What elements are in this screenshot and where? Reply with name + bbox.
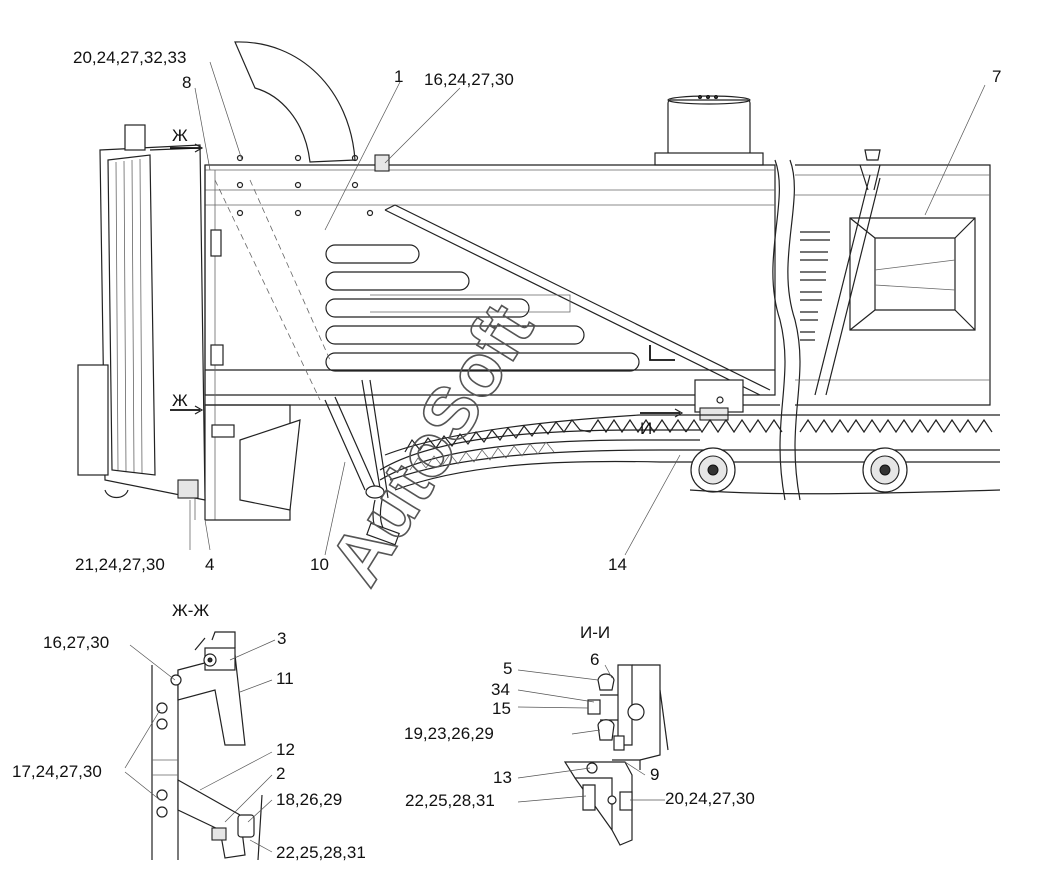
section-cut-i <box>649 345 675 361</box>
diagonal-brace-right <box>814 174 881 396</box>
callout-22-25-28-31-left: 22,25,28,31 <box>276 843 366 862</box>
callout-12: 12 <box>276 740 295 759</box>
callout-2: 2 <box>276 764 285 783</box>
strut <box>324 396 376 491</box>
leader-lines-main <box>189 61 986 556</box>
section-mark-zh-top: Ж <box>172 126 188 145</box>
callout-19-23-26-29: 19,23,26,29 <box>404 724 494 743</box>
section-i-i-view: И-И 5 6 <box>404 623 755 846</box>
upper-bracket <box>210 229 222 257</box>
diagonal-brace <box>384 204 771 396</box>
callout-10: 10 <box>310 555 329 574</box>
callout-7: 7 <box>992 67 1001 86</box>
mid-bracket <box>210 344 224 366</box>
callout-20-24-27-32-33: 20,24,27,32,33 <box>73 48 186 67</box>
callout-21-24-27-30: 21,24,27,30 <box>75 555 165 574</box>
main-view: 20,24,27,32,33 8 1 16,24,27,30 7 21,24,2… <box>73 41 1001 574</box>
break-line-1 <box>772 159 786 501</box>
autosoft-watermark: AutoSoft <box>313 290 549 599</box>
callout-22-25-28-31-right: 22,25,28,31 <box>405 791 495 810</box>
lower-bracket <box>239 419 301 511</box>
track-wheel-1 <box>690 447 736 493</box>
callout-4: 4 <box>205 555 214 574</box>
section-title-i-i: И-И <box>580 623 610 642</box>
angle-bracket <box>563 761 633 846</box>
callout-8: 8 <box>182 73 191 92</box>
callout-3: 3 <box>277 629 286 648</box>
callout-13: 13 <box>493 768 512 787</box>
filler-cap <box>654 95 764 166</box>
callout-15: 15 <box>492 699 511 718</box>
mounting-plate <box>617 664 633 746</box>
callout-17-24-27-30: 17,24,27,30 <box>12 762 102 781</box>
section-title-zh-zh: Ж-Ж <box>172 601 209 620</box>
radiator <box>77 124 206 501</box>
callout-18-26-29: 18,26,29 <box>276 790 342 809</box>
break-line-2 <box>787 159 801 501</box>
filter-box <box>849 217 976 331</box>
callout-20-24-27-30: 20,24,27,30 <box>665 789 755 808</box>
callout-16-27-30: 16,27,30 <box>43 633 109 652</box>
fuel-hose <box>379 429 700 471</box>
cooling-fins-right <box>800 231 830 341</box>
section-bracket <box>694 379 744 413</box>
section-zh-zh-view: Ж-Ж 16,27,3 <box>12 601 366 862</box>
callouts-main: 20,24,27,32,33 8 1 16,24,27,30 7 21,24,2… <box>73 48 1001 574</box>
track-wheel-2 <box>862 447 908 493</box>
callouts-i: 5 6 34 15 19,23,26,29 13 9 22,25,28,31 2… <box>404 650 755 810</box>
section-mark-zh-bottom: Ж <box>172 391 188 410</box>
callout-16-24-27-30-top: 16,24,27,30 <box>424 70 514 89</box>
callout-14: 14 <box>608 555 627 574</box>
track-belt <box>384 414 1000 491</box>
callout-1: 1 <box>394 67 403 86</box>
callout-5: 5 <box>503 659 512 678</box>
cap-handle-right <box>864 149 881 161</box>
top-rail-bolts <box>236 154 374 217</box>
lower-section-bracket <box>177 778 246 859</box>
section-mark-i: И <box>640 419 652 438</box>
callout-9: 9 <box>650 765 659 784</box>
callout-11: 11 <box>276 669 294 688</box>
callout-6: 6 <box>590 650 599 669</box>
callout-34: 34 <box>491 680 510 699</box>
cooling-fins <box>325 244 640 372</box>
callouts-zh: 16,27,30 3 11 17,24,27,30 12 2 18,26,29 … <box>12 629 366 862</box>
deflector-shield <box>234 41 356 163</box>
